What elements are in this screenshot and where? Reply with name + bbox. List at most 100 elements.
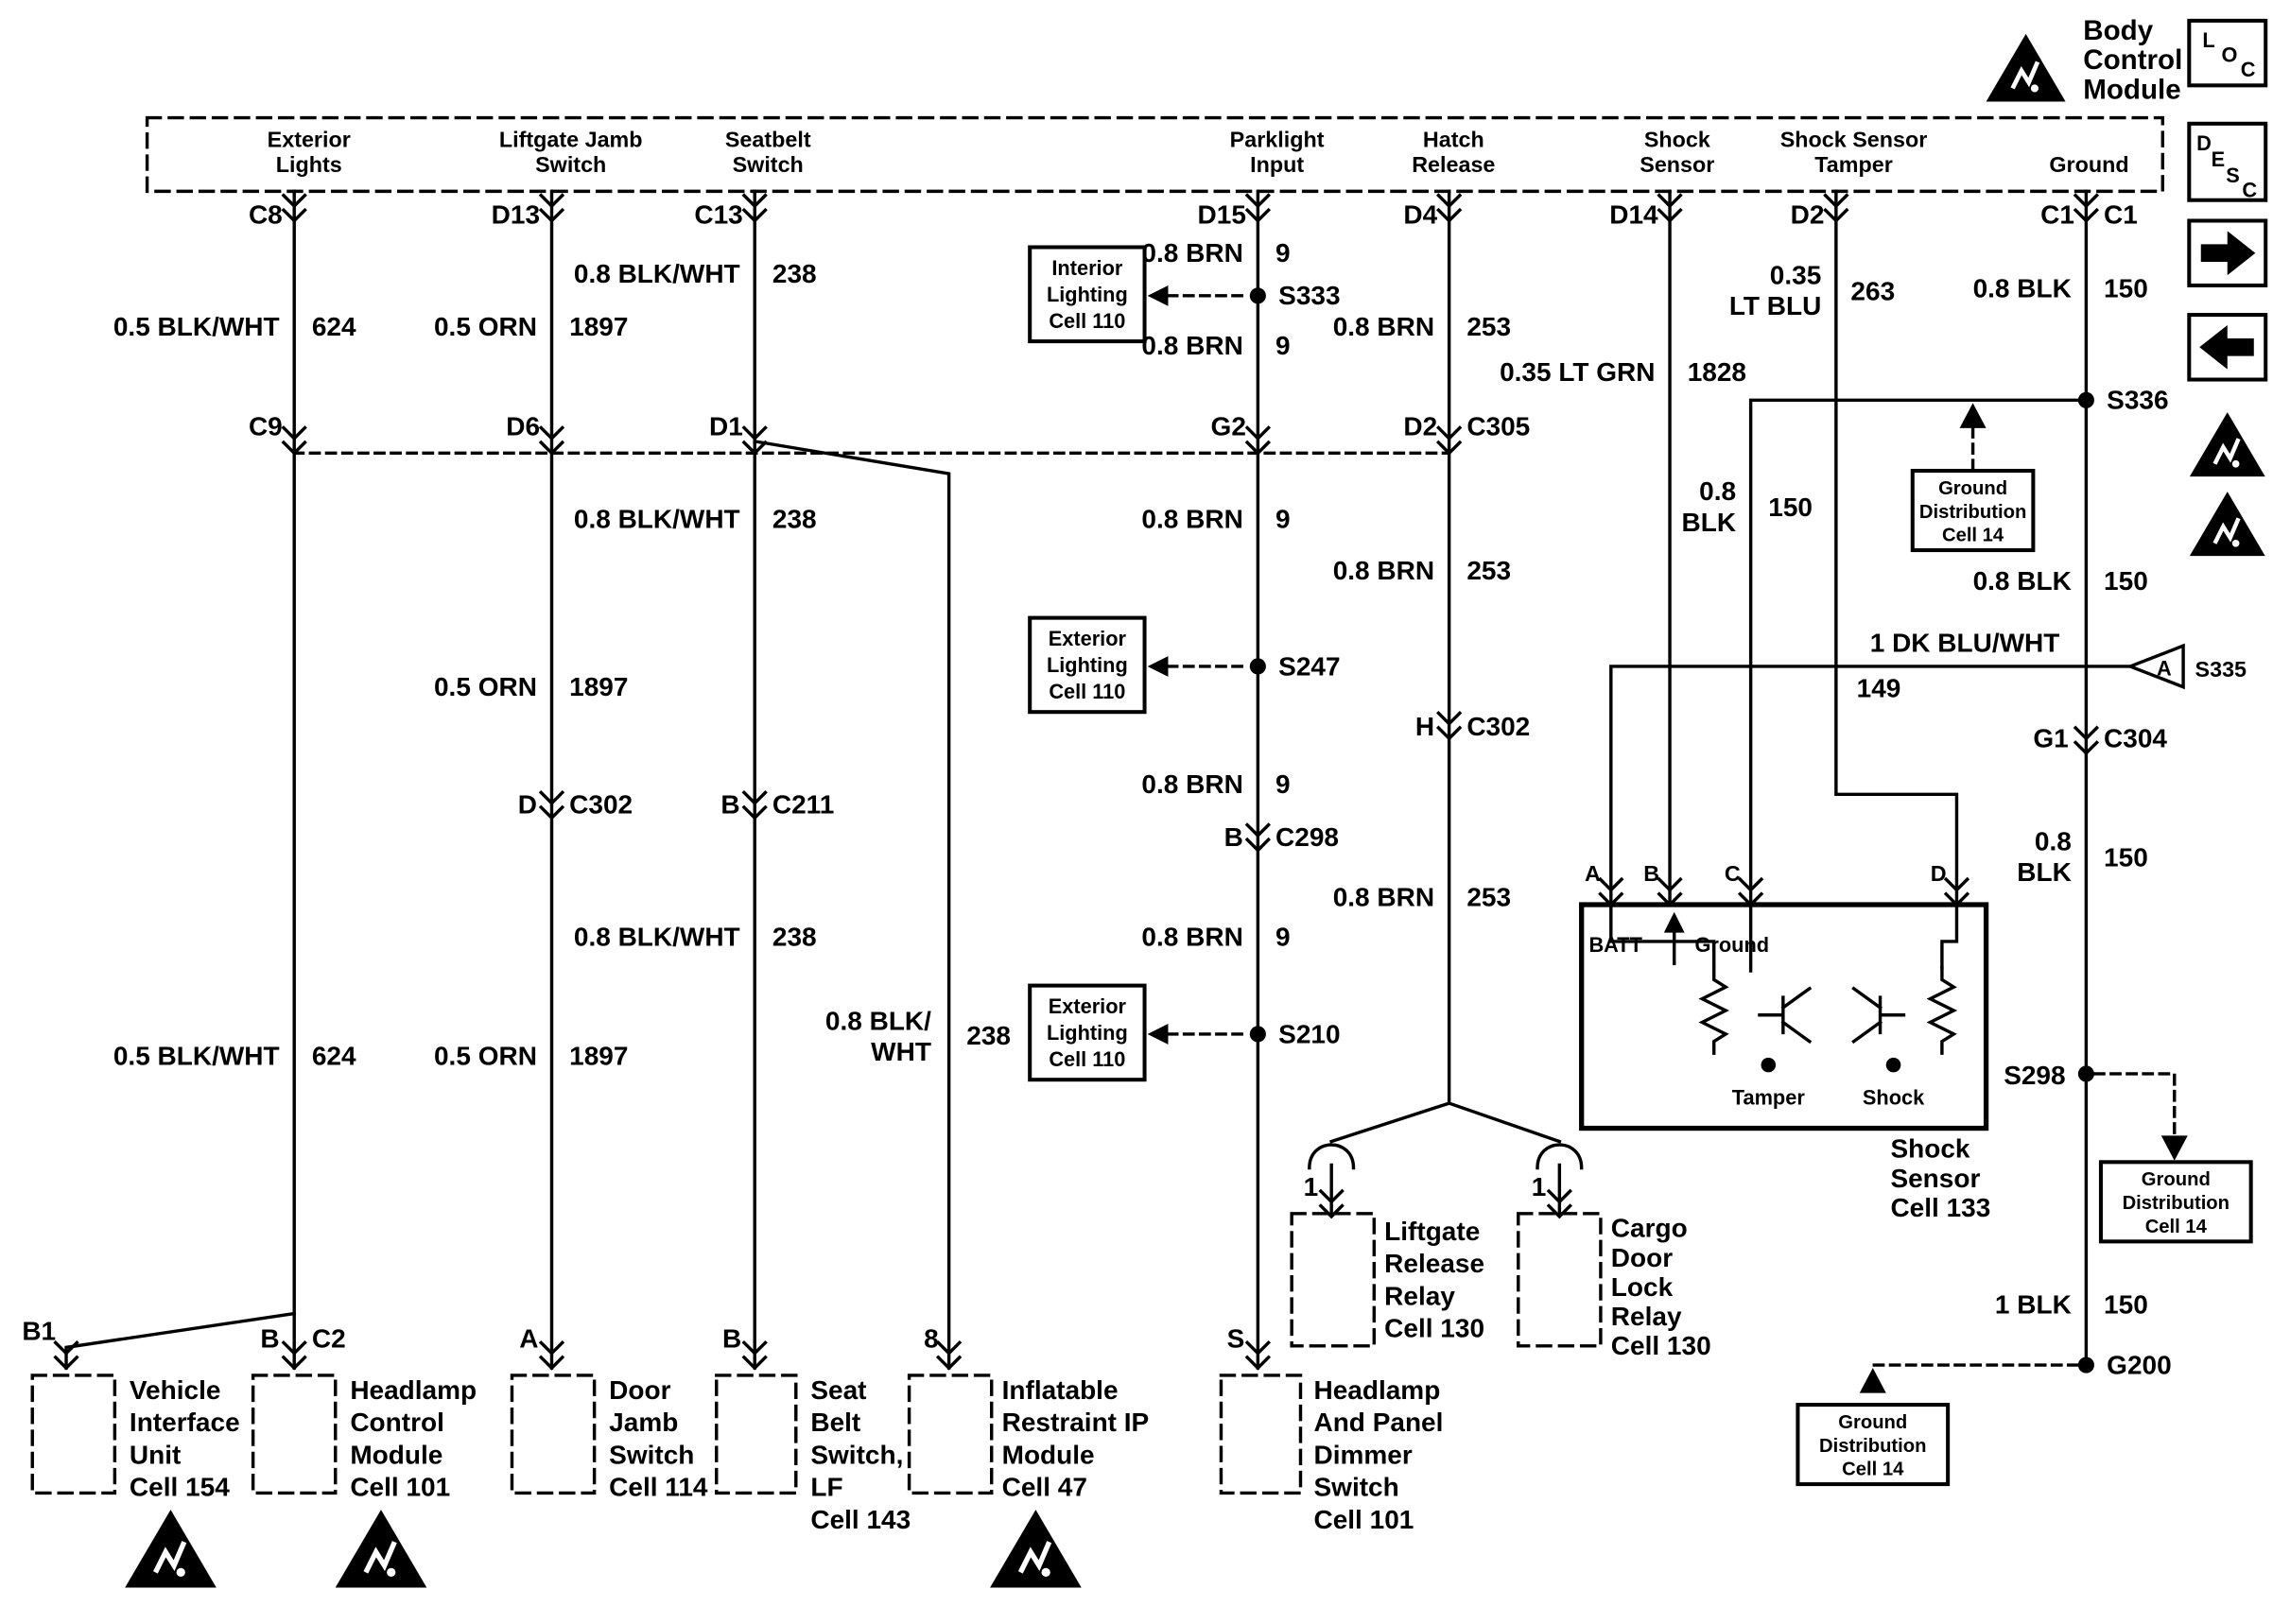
component-label: Liftgate: [1384, 1217, 1480, 1246]
wire-label: 1 BLK: [1995, 1290, 2072, 1320]
component-pin: 1: [1304, 1172, 1319, 1201]
arrow-up-icon: [1859, 1368, 1886, 1393]
bcm-title-line1: Body: [2083, 15, 2153, 46]
callout-box: [1796, 1403, 1951, 1487]
connector-c304: C304: [2104, 724, 2167, 753]
circuit-number: 9: [1275, 505, 1291, 534]
shock-sensor-box: A B C D BATT Ground Tamper Shock Shock S…: [1579, 861, 1990, 1222]
shock-pin-b: B: [1643, 861, 1659, 886]
bcm-header-hatch2: Release: [1412, 152, 1495, 177]
component-label: Cell 101: [350, 1473, 450, 1502]
legend-arrow-left-box: [2187, 313, 2268, 382]
bcm-header-shock: Shock: [1644, 128, 1710, 152]
wire-label: 0.8: [1699, 476, 1736, 506]
offpage-pin-a: A: [2157, 656, 2172, 680]
shock-batt-label: BATT: [1588, 933, 1642, 957]
wire-label: BLK: [1682, 508, 1737, 537]
esd-icon: [990, 1510, 1082, 1587]
component-pin: A: [519, 1323, 538, 1353]
pin-d2: D2: [1791, 200, 1825, 230]
legend-letter: D: [2196, 131, 2212, 155]
arrow-left-icon: [1147, 1024, 1169, 1045]
relay-brace-left: [1308, 1143, 1356, 1170]
callout-text: Cell 110: [1049, 309, 1125, 333]
callout-box: [1028, 983, 1147, 1082]
connector-d6: D6: [506, 412, 540, 441]
callout-text: Cell 14: [1942, 526, 2004, 546]
bcm-header-tamper2: Tamper: [1814, 152, 1893, 177]
component-seat-belt-switch: B Seat Belt Switch, LF Cell 143: [715, 1323, 911, 1534]
component-label: LF: [810, 1473, 842, 1502]
legend-letter: E: [2212, 147, 2226, 171]
ground-g200-dot: [2077, 1356, 2094, 1373]
wire-label: 0.8 BRN: [1333, 883, 1434, 912]
component-label: Switch,: [810, 1440, 903, 1469]
callout-text: Exterior: [1049, 627, 1127, 650]
component-box: [715, 1373, 798, 1495]
component-cargo-door-lock-relay: 1 Cargo Door Lock Relay Cell 130: [1517, 1172, 1711, 1360]
shock-pin-c: C: [1725, 861, 1741, 886]
component-box: [1517, 1212, 1603, 1348]
circuit-number: 149: [1857, 674, 1901, 703]
connector-c302: C302: [569, 790, 633, 820]
callout-box: [2098, 1160, 2253, 1244]
wire-label: 0.8 BRN: [1141, 331, 1242, 360]
wire-label: LT BLU: [1729, 291, 1821, 320]
bcm-header-parklight2: Input: [1250, 152, 1304, 177]
component-label: Lock: [1611, 1272, 1674, 1302]
component-label: Cell 130: [1611, 1331, 1711, 1360]
callout-text: Cell 14: [2145, 1217, 2208, 1237]
component-label: Cell 47: [1002, 1473, 1087, 1502]
wire-hatch-release: [1329, 189, 1562, 1144]
connector-d-pin: D: [518, 790, 537, 820]
legend-letter: C: [2242, 179, 2257, 202]
splice-s210: S210: [1278, 1019, 1340, 1048]
circuit-number: 253: [1466, 312, 1511, 341]
component-pin: B: [722, 1323, 741, 1353]
callout-text: Distribution: [2123, 1193, 2230, 1214]
legend: L O C D E S C: [2187, 18, 2268, 382]
esd-icon: [1987, 34, 2066, 102]
circuit-number: 1897: [569, 1042, 628, 1071]
callout-box: [1910, 468, 2036, 553]
callout-text: Lighting: [1047, 653, 1128, 677]
splice-dot-s336: [2077, 391, 2094, 408]
component-label: Relay: [1611, 1302, 1682, 1331]
pin-c13: C13: [694, 200, 742, 230]
wire-label: 0.8 BLK/: [825, 1006, 931, 1035]
component-label: Seat: [810, 1375, 866, 1405]
component-label: Dimmer: [1313, 1440, 1412, 1469]
connector-c305: C305: [1466, 412, 1530, 441]
component-box: [907, 1373, 994, 1495]
legend-loc-box: [2187, 18, 2268, 88]
circuit-number: 624: [312, 1042, 356, 1071]
splice-s333: S333: [1278, 281, 1340, 310]
component-pin: C2: [312, 1323, 346, 1353]
connector-d2: D2: [1403, 412, 1437, 441]
component-label: Switch: [609, 1440, 694, 1469]
wire-label: 0.8 BRN: [1333, 556, 1434, 585]
connector-b-pin: B: [720, 790, 739, 820]
component-label: Cargo: [1611, 1214, 1688, 1243]
component-pin: B1: [22, 1317, 56, 1346]
component-label: Unit: [130, 1440, 181, 1469]
arrow-right-icon: [2200, 231, 2256, 276]
bcm-header-parklight: Parklight: [1230, 128, 1325, 152]
component-pin: B: [260, 1323, 279, 1353]
component-box: [251, 1373, 338, 1495]
callout-interior-lighting: Interior Lighting Cell 110: [1028, 245, 1147, 344]
bcm-outline: [145, 115, 2165, 194]
splice-dot-s247: [1249, 658, 1266, 675]
wire-label: 0.8 BRN: [1141, 923, 1242, 952]
component-label: Headlamp: [1313, 1375, 1440, 1405]
callout-text: Ground: [1838, 1412, 1907, 1433]
transistor-icon: [1758, 986, 1813, 1045]
connector-c298: C298: [1275, 822, 1339, 852]
wire-label: 0.8 BLK: [1973, 273, 2072, 302]
bcm-connector: Exterior Lights Liftgate Jamb Switch Sea…: [145, 115, 2165, 230]
splice-dot-s333: [1249, 287, 1266, 304]
legend-letter: C: [2241, 58, 2256, 81]
arrow-left-icon: [2199, 324, 2254, 370]
callout-box: [1028, 245, 1147, 344]
callout-ground-dist-3: Ground Distribution Cell 14: [1796, 1363, 2079, 1487]
